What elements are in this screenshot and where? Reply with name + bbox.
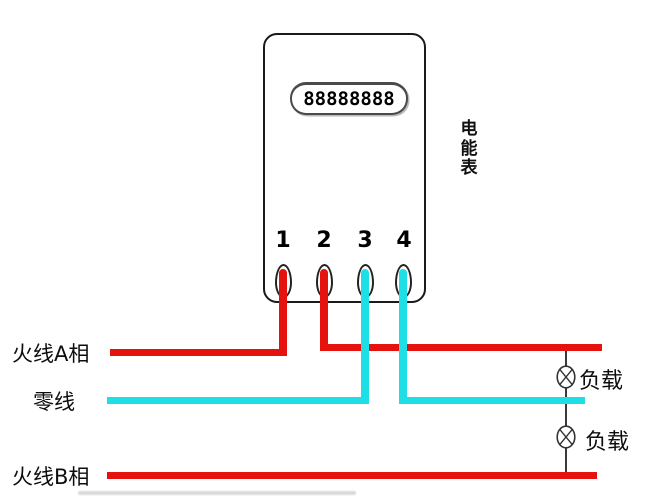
- load-label-2: 负载: [585, 430, 630, 455]
- load-lamp-icon-1: [556, 365, 576, 389]
- live-a-label: 火线A相: [12, 342, 90, 366]
- terminal-3-number: 3: [357, 228, 373, 253]
- meter-display-value: 88888888: [303, 88, 395, 110]
- meter-display: 88888888: [290, 82, 408, 115]
- live-a-to-load-wire-horizontal: [320, 344, 602, 351]
- meter-name-label: 电能表: [460, 119, 478, 178]
- load-lamp-icon-2: [556, 425, 576, 449]
- energy-meter-body: [263, 33, 426, 303]
- terminal-2-live-wire-vertical: [320, 269, 328, 351]
- neutral-wire-horizontal-left: [107, 397, 369, 404]
- terminal-1-live-wire-vertical: [279, 269, 287, 356]
- live-b-label: 火线B相: [12, 465, 90, 489]
- load-branch-conductor: [565, 346, 567, 476]
- terminal-2-number: 2: [316, 228, 332, 253]
- terminal-4-number: 4: [396, 228, 412, 253]
- terminal-4-neutral-wire-vertical: [399, 269, 407, 404]
- neutral-label: 零线: [33, 390, 75, 414]
- terminal-3-neutral-wire-vertical: [361, 269, 369, 404]
- load-label-1: 负载: [579, 369, 624, 394]
- terminal-1-number: 1: [275, 228, 291, 253]
- neutral-wire-horizontal-right: [399, 397, 585, 404]
- live-b-wire-horizontal: [107, 472, 597, 479]
- bottom-artifact-line: [78, 491, 356, 495]
- live-a-wire-horizontal: [110, 349, 287, 356]
